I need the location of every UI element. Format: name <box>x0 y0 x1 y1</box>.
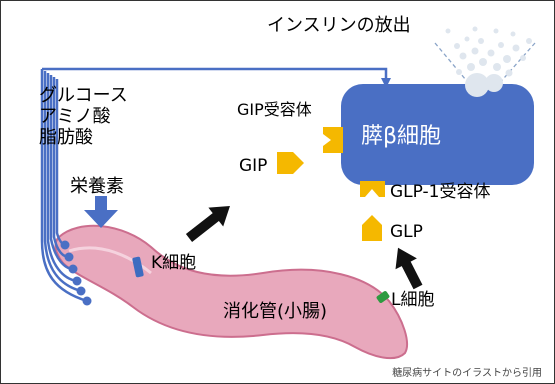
vessel-endpoints <box>60 240 92 306</box>
gip-label: GIP <box>239 156 267 176</box>
beta-cell-label: 膵β細胞 <box>361 124 441 149</box>
vessel-top <box>42 67 391 88</box>
vessel-end-dot <box>64 252 74 262</box>
insulin-granules <box>445 26 532 97</box>
vessel-end-dot <box>60 240 70 250</box>
nutrients-arrow <box>84 196 118 228</box>
credit-text: 糖尿病サイトのイラストから引用 <box>392 366 542 379</box>
insulin-release-graphic <box>434 26 536 97</box>
k-cell-marker <box>132 256 144 278</box>
gut-label: 消化管(小腸) <box>223 301 327 322</box>
k-cell-to-gip-arrow <box>185 205 230 242</box>
small-intestine <box>54 224 408 360</box>
glp1-receptor-shape <box>360 181 385 197</box>
beta-cell <box>341 84 534 185</box>
gip-receptor-shape <box>323 127 343 153</box>
gip-hormone-shape <box>277 152 304 174</box>
amino-acids-label: アミノ酸 <box>39 106 111 127</box>
fatty-acids-label: 脂肪酸 <box>39 127 93 148</box>
vessel-end-dot <box>82 296 92 306</box>
l-cell-label: L細胞 <box>391 290 434 310</box>
k-cell-label: K細胞 <box>151 253 196 273</box>
insulin-release-label: インスリンの放出 <box>267 15 411 36</box>
vessel-end-dot <box>76 286 86 296</box>
l-cell-marker <box>376 291 390 303</box>
vessel-2 <box>43 71 82 293</box>
glp-hormone-shape <box>362 215 382 241</box>
vessel-end-dot <box>72 276 82 286</box>
l-cell-to-glp-arrow <box>395 247 423 290</box>
release-cone <box>434 42 536 87</box>
gip-receptor-label: GIP受容体 <box>237 100 312 119</box>
nutrients-label: 栄養素 <box>70 176 124 197</box>
glp1-receptor-label: GLP-1受容体 <box>390 182 490 202</box>
blood-vessels <box>40 67 391 303</box>
vessel-1 <box>40 69 88 303</box>
glp-label: GLP <box>390 222 423 242</box>
glucose-label: グルコース <box>39 85 128 106</box>
gut-shape <box>54 224 408 360</box>
vessel-end-dot <box>68 264 78 274</box>
gut-highlight <box>68 246 152 275</box>
